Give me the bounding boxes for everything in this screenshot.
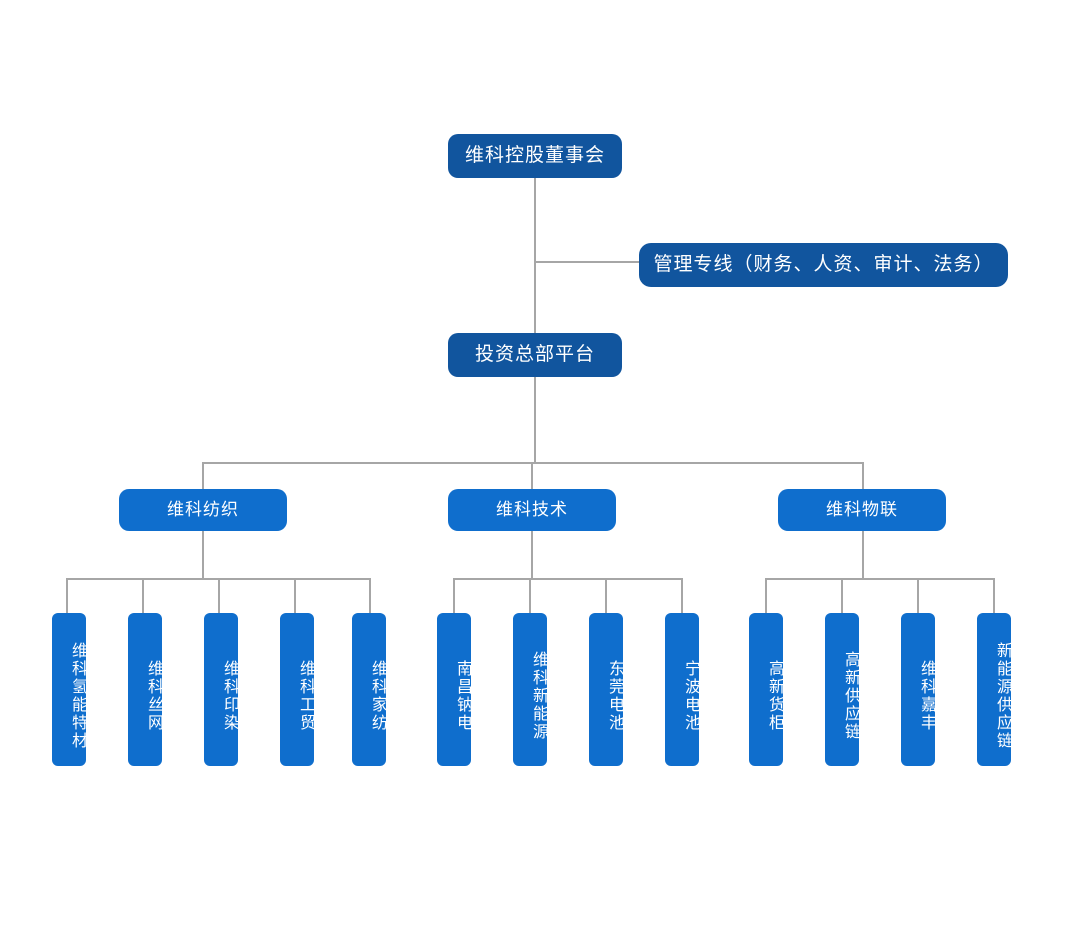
node-leaf-weike-hydrogen-materials[interactable]: 维科氢能特材 — [52, 613, 86, 766]
node-leaf-new-energy-supply-chain[interactable]: 新能源供应链 — [977, 613, 1011, 766]
node-staff-line[interactable]: 管理专线（财务、人资、审计、法务） — [639, 243, 1008, 287]
connector-division-2-stem — [531, 531, 533, 579]
connector-division-3-stem — [862, 531, 864, 579]
node-leaf-weike-home-textile[interactable]: 维科家纺 — [352, 613, 386, 766]
connector-div1-leaf-3 — [218, 578, 220, 614]
connector-div3-leaf-1 — [765, 578, 767, 614]
connector-div1-leaf-2 — [142, 578, 144, 614]
connector-bus-to-division-1 — [202, 462, 204, 490]
connector-div3-leaf-3 — [917, 578, 919, 614]
connector-bus-to-division-2 — [531, 462, 533, 490]
connector-division-2-bus — [453, 578, 683, 580]
node-leaf-gaoxin-container[interactable]: 高新货柜 — [749, 613, 783, 766]
node-leaf-nanchang-sodium-battery[interactable]: 南昌钠电 — [437, 613, 471, 766]
connector-div2-leaf-1 — [453, 578, 455, 614]
node-division-technology[interactable]: 维科技术 — [448, 489, 616, 531]
node-division-textile[interactable]: 维科纺织 — [119, 489, 287, 531]
connector-div1-leaf-1 — [66, 578, 68, 614]
connector-board-to-platform — [534, 178, 536, 333]
node-leaf-weike-wire-mesh[interactable]: 维科丝网 — [128, 613, 162, 766]
node-leaf-dongguan-battery[interactable]: 东莞电池 — [589, 613, 623, 766]
connector-staff-line — [534, 261, 640, 263]
node-leaf-weike-industry-trade[interactable]: 维科工贸 — [280, 613, 314, 766]
connector-platform-to-bus — [534, 377, 536, 463]
connector-division-1-stem — [202, 531, 204, 579]
connector-division-3-bus — [765, 578, 995, 580]
node-leaf-gaoxin-supply-chain[interactable]: 高新供应链 — [825, 613, 859, 766]
node-leaf-weike-printing-dyeing[interactable]: 维科印染 — [204, 613, 238, 766]
connector-div2-leaf-4 — [681, 578, 683, 614]
connector-div3-leaf-2 — [841, 578, 843, 614]
connector-bus-to-division-3 — [862, 462, 864, 490]
connector-div1-leaf-5 — [369, 578, 371, 614]
connector-div2-leaf-2 — [529, 578, 531, 614]
node-board[interactable]: 维科控股董事会 — [448, 134, 622, 178]
connector-div3-leaf-4 — [993, 578, 995, 614]
node-division-iot[interactable]: 维科物联 — [778, 489, 946, 531]
connector-div1-leaf-4 — [294, 578, 296, 614]
node-leaf-weike-new-energy[interactable]: 维科新能源 — [513, 613, 547, 766]
connector-div2-leaf-3 — [605, 578, 607, 614]
node-investment-platform[interactable]: 投资总部平台 — [448, 333, 622, 377]
node-leaf-ningbo-battery[interactable]: 宁波电池 — [665, 613, 699, 766]
connector-division-bus — [202, 462, 864, 464]
node-leaf-weike-jiafeng[interactable]: 维科嘉丰 — [901, 613, 935, 766]
